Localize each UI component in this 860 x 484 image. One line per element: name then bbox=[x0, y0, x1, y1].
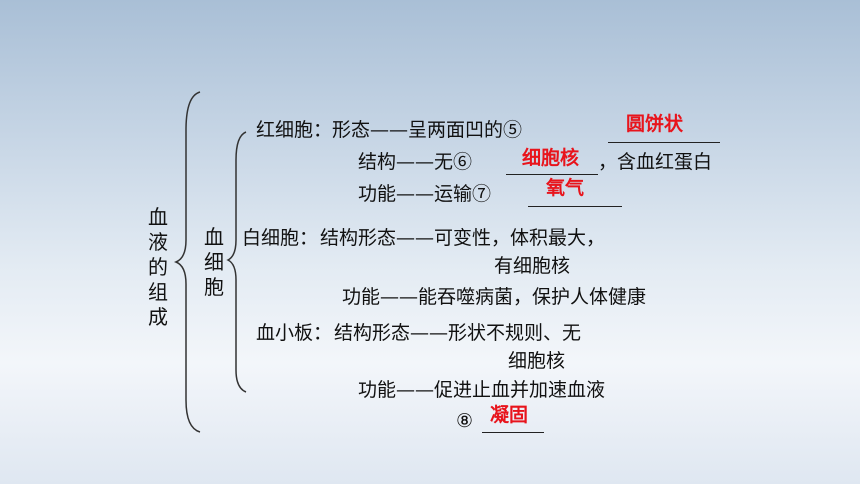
answer-7: 氧气 bbox=[546, 177, 585, 199]
answer-5: 圆饼状 bbox=[626, 113, 684, 135]
outer-brace bbox=[173, 91, 201, 433]
blank-7[interactable] bbox=[528, 206, 622, 207]
rbc-shape-line: 形态——呈两面凹的⑤ bbox=[332, 119, 523, 141]
wbc-label: 白细胞： bbox=[242, 227, 319, 249]
rbc-structure-tail: ，含血红蛋白 bbox=[598, 151, 713, 173]
platelet-function-line2: ⑧ bbox=[456, 410, 474, 432]
blank-8[interactable] bbox=[482, 432, 544, 433]
rbc-label: 红细胞： bbox=[256, 119, 333, 141]
answer-8: 凝固 bbox=[490, 404, 529, 426]
rbc-structure-line: 结构——无⑥ bbox=[358, 151, 473, 173]
blood-cell-title: 血细胞 bbox=[204, 225, 224, 299]
platelet-function-line: 功能——促进止血并加速血液 bbox=[358, 379, 606, 401]
answer-6: 细胞核 bbox=[522, 147, 580, 169]
wbc-structure-line2: 有细胞核 bbox=[494, 255, 571, 277]
blank-6[interactable] bbox=[506, 174, 598, 175]
platelet-structure-line2: 细胞核 bbox=[508, 350, 566, 372]
wbc-function-line: 功能——能吞噬病菌，保护人体健康 bbox=[342, 286, 647, 308]
platelet-structure-line: 结构形态——形状不规则、无 bbox=[334, 322, 582, 344]
platelet-label: 血小板： bbox=[256, 322, 333, 344]
blood-composition-title: 血液的组成 bbox=[148, 205, 168, 329]
blank-5[interactable] bbox=[608, 142, 720, 143]
rbc-function-line: 功能——运输⑦ bbox=[358, 183, 492, 205]
wbc-structure-line: 结构形态——可变性，体积最大， bbox=[320, 227, 606, 249]
inner-brace bbox=[226, 131, 247, 393]
